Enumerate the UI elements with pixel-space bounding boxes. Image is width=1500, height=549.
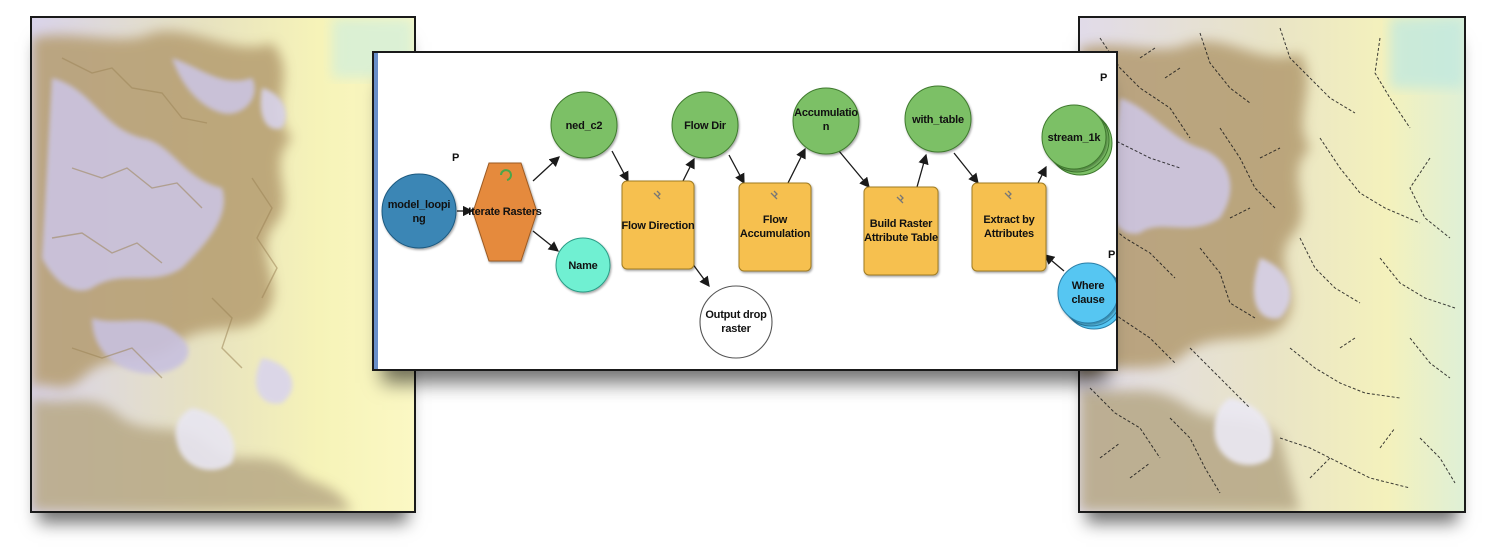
node-stream-1k-shape [1041, 104, 1107, 170]
node-flow-accumulation[interactable]: Flow Accumulation [738, 182, 812, 272]
edge-buildraster-to-withtable [916, 153, 929, 188]
node-name-label: Name [568, 260, 597, 272]
node-build-raster-attribute-table[interactable]: Build Raster Attribute Table [863, 186, 939, 276]
node-model-looping[interactable]: model_loopi ng P [381, 152, 459, 249]
tool-hammer-icon [653, 190, 661, 200]
edge-accumulation-to-buildraster [838, 150, 870, 188]
node-stream-1k-label: stream_1k [1048, 132, 1102, 144]
node-output-drop-line1: Output drop [705, 309, 767, 321]
edge-flowdir-to-flowaccumulation [728, 154, 745, 185]
param-flag-stream-1k: P [1100, 72, 1107, 84]
node-name[interactable]: Name [555, 237, 611, 293]
node-output-drop-raster-shape [699, 285, 773, 359]
node-extract-shape [971, 182, 1047, 272]
connectors [457, 147, 1065, 288]
edge-flowdirection-to-outputdrop [691, 262, 710, 288]
node-flow-dir[interactable]: Flow Dir [671, 91, 739, 159]
elevation-map-image [32, 18, 414, 511]
edge-withtable-to-extract [953, 152, 979, 185]
node-with-table[interactable]: with_table [904, 85, 972, 153]
node-output-drop-raster[interactable]: Output drop raster [699, 285, 773, 359]
edge-ned-to-flowdirection [611, 150, 629, 183]
node-flow-direction[interactable]: Flow Direction [621, 180, 695, 270]
node-with-table-shape [904, 85, 972, 153]
model-diagram: model_loopi ng P Iterate Rasters ned_c2 … [374, 53, 1116, 369]
edge-flowaccumulation-to-accumulation [787, 147, 806, 184]
node-flow-dir-shape [671, 91, 739, 159]
node-ned-c2-shape [550, 91, 618, 159]
edge-iterate-to-name [532, 230, 560, 252]
node-build-raster-shape [863, 186, 939, 276]
node-stream-1k[interactable]: stream_1k P [1041, 72, 1113, 176]
node-iterate-rasters[interactable]: Iterate Rasters [468, 162, 542, 262]
node-extract-line2: Attributes [984, 228, 1034, 240]
node-accumulation-shape [792, 87, 860, 155]
node-where-clause-shape [1057, 262, 1116, 324]
node-accumulation-line1: Accumulatio [794, 107, 858, 119]
node-flow-accumulation-shape [738, 182, 812, 272]
edge-where-to-extract [1044, 254, 1065, 272]
node-build-raster-line2: Attribute Table [864, 232, 938, 244]
node-build-raster-line1: Build Raster [870, 218, 933, 230]
node-model-looping-line1: model_loopi [388, 199, 451, 211]
node-extract-by-attributes[interactable]: Extract by Attributes [971, 182, 1047, 272]
node-flow-dir-label: Flow Dir [684, 120, 727, 132]
edge-flowdirection-to-flowdir [681, 157, 695, 184]
model-builder-panel: model_loopi ng P Iterate Rasters ned_c2 … [372, 51, 1118, 371]
node-where-clause-line1: Where [1072, 280, 1105, 292]
right-stream-map [1078, 16, 1466, 513]
node-ned-c2-label: ned_c2 [566, 120, 603, 132]
tool-hammer-icon [896, 194, 904, 204]
node-model-looping-shape [381, 173, 457, 249]
node-name-shape [555, 237, 611, 293]
node-accumulation[interactable]: Accumulatio n [792, 87, 860, 155]
iterator-icon [500, 169, 512, 181]
tool-hammer-icon [770, 190, 778, 200]
left-elevation-map [30, 16, 416, 513]
node-extract-line1: Extract by [983, 214, 1035, 226]
node-with-table-label: with_table [911, 114, 964, 126]
node-flow-direction-label: Flow Direction [622, 220, 695, 232]
node-flow-direction-shape [621, 180, 695, 270]
node-ned-c2[interactable]: ned_c2 [550, 91, 618, 159]
edge-iterate-to-ned [532, 156, 560, 182]
panel-left-edge [374, 53, 378, 369]
param-flag-model-looping: P [452, 152, 459, 164]
node-iterate-rasters-shape [472, 162, 538, 262]
node-flow-accumulation-line1: Flow [763, 214, 788, 226]
edge-extract-to-stream [1037, 165, 1047, 184]
node-where-clause[interactable]: Where clause P [1057, 249, 1116, 330]
node-output-drop-line2: raster [721, 323, 751, 335]
node-model-looping-line2: ng [412, 213, 425, 225]
node-where-clause-line2: clause [1071, 294, 1104, 306]
node-iterate-rasters-label: Iterate Rasters [468, 206, 542, 218]
tool-hammer-icon [1004, 190, 1012, 200]
node-accumulation-line2: n [823, 121, 830, 133]
param-flag-where-clause: P [1108, 249, 1115, 261]
stream-map-image [1080, 18, 1464, 511]
node-flow-accumulation-line2: Accumulation [740, 228, 811, 240]
